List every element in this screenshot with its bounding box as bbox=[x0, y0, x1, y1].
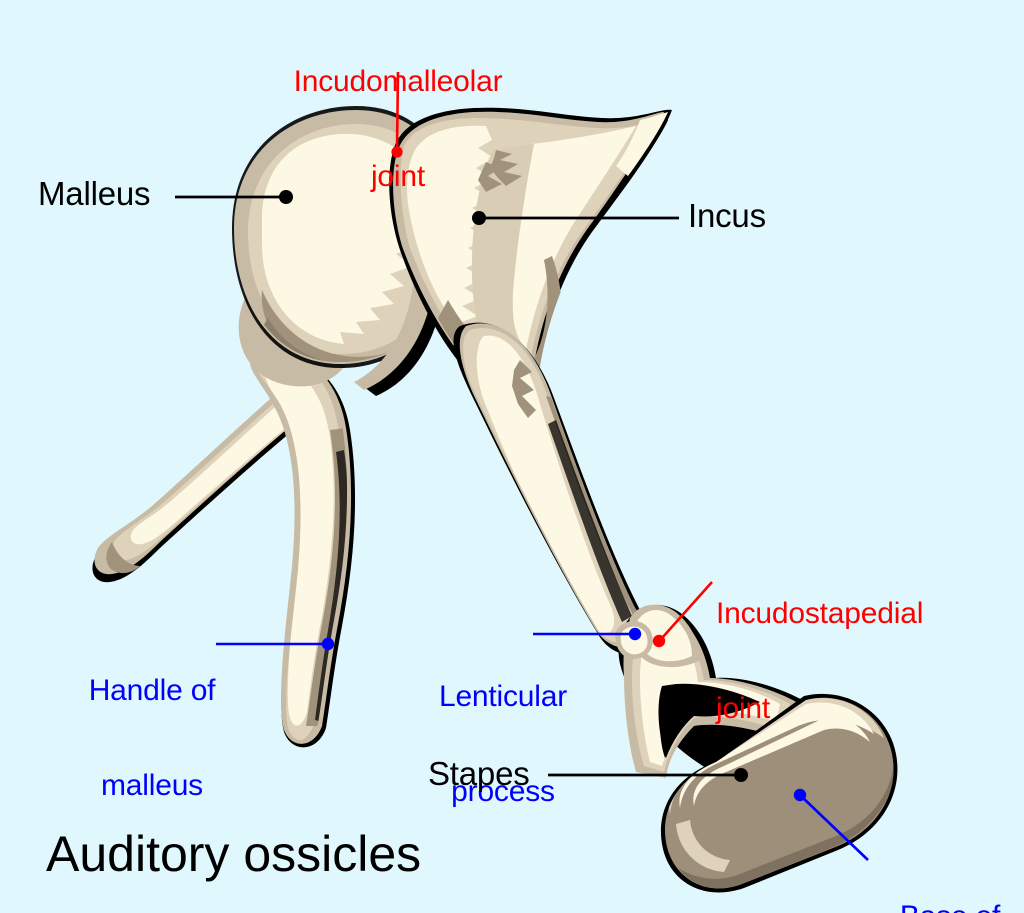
leader-incudostapedial-joint bbox=[652, 581, 713, 648]
incus bbox=[389, 107, 672, 655]
label-incudomalleolar-joint-line2: joint bbox=[370, 159, 426, 193]
label-lenticular-process: Lenticular process bbox=[422, 617, 584, 871]
dot-lenticular-process bbox=[628, 627, 642, 641]
label-handle-of-malleus-line1: Handle of bbox=[88, 673, 216, 707]
leader-lines bbox=[175, 71, 869, 861]
leader-lenticular-process bbox=[533, 627, 642, 641]
dot-incus bbox=[472, 211, 486, 225]
label-base-of-stapes-line1: Base of bbox=[874, 900, 1024, 913]
label-handle-of-malleus: Handle of malleus bbox=[72, 611, 232, 865]
leader-handle-of-malleus bbox=[216, 637, 335, 651]
label-stapes: Stapes bbox=[428, 755, 530, 792]
dot-malleus bbox=[279, 190, 293, 204]
dot-handle-of-malleus bbox=[321, 637, 335, 651]
leader-stapes bbox=[548, 768, 748, 782]
dot-incudostapedial-joint bbox=[652, 634, 666, 648]
dot-stapes bbox=[734, 768, 748, 782]
label-incudomalleolar-joint-line1: Incudomalleolar bbox=[293, 64, 503, 98]
label-base-of-stapes: Base of stapes bbox=[874, 837, 1024, 913]
figure-caption: Auditory ossicles bbox=[46, 826, 422, 882]
dot-base-of-stapes bbox=[793, 788, 807, 802]
leader-incudomalleolar-joint bbox=[391, 71, 403, 158]
label-incudostapedial-joint-line2: joint bbox=[716, 691, 771, 725]
leader-malleus bbox=[175, 190, 293, 204]
label-incudomalleolar-joint: Incudomalleolar joint bbox=[282, 2, 514, 256]
label-handle-of-malleus-line2: malleus bbox=[101, 768, 203, 802]
leader-incus bbox=[472, 211, 679, 225]
label-incudostapedial-joint: Incudostapedial joint bbox=[716, 534, 954, 788]
long-process-of-incus bbox=[453, 322, 648, 655]
anterior-process-of-malleus bbox=[92, 372, 310, 583]
label-incudostapedial-joint-line1: Incudostapedial bbox=[716, 596, 924, 630]
short-process-of-incus bbox=[616, 112, 668, 176]
leader-base-of-stapes bbox=[793, 788, 869, 861]
label-malleus: Malleus bbox=[38, 175, 151, 212]
dot-incudomalleolar-joint bbox=[391, 146, 403, 158]
label-incus: Incus bbox=[688, 197, 766, 234]
label-lenticular-process-line2: process bbox=[451, 774, 555, 808]
label-lenticular-process-line1: Lenticular bbox=[438, 679, 568, 713]
